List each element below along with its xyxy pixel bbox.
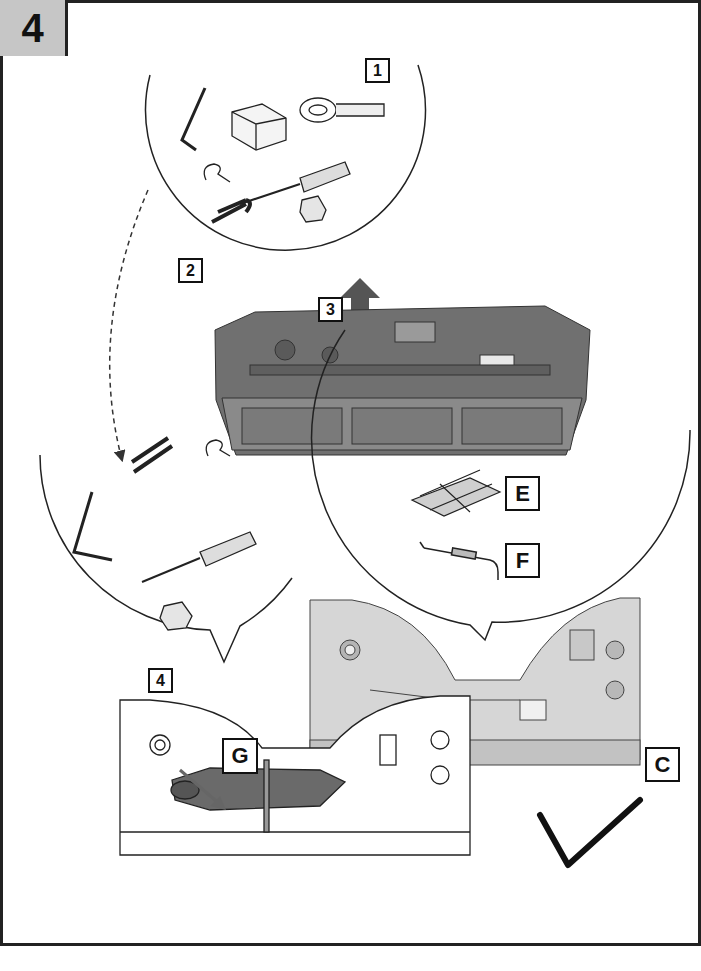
callout-number: 3	[318, 297, 343, 322]
foam-tray-dark	[242, 408, 342, 444]
tool-set	[300, 162, 350, 192]
callout-number: 2	[178, 258, 203, 283]
detail-bubble	[146, 65, 426, 250]
part-letter: C	[645, 747, 680, 782]
foam-tray-packed	[150, 735, 170, 755]
transfer-arrow	[110, 190, 148, 460]
tool-set	[182, 88, 205, 150]
detail-bubble	[40, 455, 292, 662]
frame	[2, 2, 700, 945]
foam-tray-dark	[395, 322, 435, 342]
foam-tray-dark	[462, 408, 562, 444]
foam-tray-dark	[215, 306, 590, 455]
foam-tray-packed	[431, 766, 449, 784]
tool-set	[336, 104, 384, 116]
tool-set	[206, 440, 230, 456]
foam-tray-packed	[264, 760, 269, 832]
foam-tray-dark	[352, 408, 452, 444]
tool-set	[74, 492, 112, 560]
jack-handle	[451, 548, 476, 559]
tool-set	[160, 602, 192, 630]
foam-tray-packed	[155, 740, 165, 750]
label-text: 4	[21, 8, 43, 48]
foam-tray-light	[570, 630, 594, 660]
foam-tray-dark	[275, 340, 295, 360]
transfer-arrow	[110, 190, 148, 460]
jack	[420, 470, 492, 512]
foam-tray-packed	[120, 696, 470, 855]
check-mark	[540, 800, 640, 865]
foam-tray-packed	[380, 735, 396, 765]
foam-tray-dark	[250, 365, 550, 375]
step-number: 4	[0, 0, 68, 56]
foam-tray-light	[520, 700, 546, 720]
detail-bubble	[146, 65, 426, 250]
tool-set	[142, 558, 200, 582]
part-letter: G	[222, 738, 258, 774]
tool-set	[309, 105, 327, 115]
tool-set	[300, 98, 336, 122]
label-text: F	[516, 550, 529, 572]
label-text: 1	[373, 63, 382, 79]
pointer-arrow	[180, 770, 226, 810]
foam-tray-light	[606, 641, 624, 659]
tool-set	[232, 104, 286, 150]
detail-bubble	[40, 455, 292, 662]
tool-set	[200, 532, 256, 566]
tool-set	[300, 196, 326, 222]
foam-tray-light	[606, 681, 624, 699]
label-text: 3	[326, 302, 335, 318]
label-text: G	[231, 745, 248, 767]
label-text: 2	[186, 263, 195, 279]
tool-set	[182, 88, 384, 222]
foam-tray-packed	[120, 831, 470, 832]
foam-tray-dark	[215, 306, 590, 455]
check-mark	[540, 800, 640, 865]
tool-set	[204, 164, 230, 182]
jack-handle	[420, 542, 498, 580]
tool-set	[212, 200, 250, 222]
part-letter: E	[505, 476, 540, 511]
tool-set	[74, 438, 256, 630]
foam-tray-packed	[431, 731, 449, 749]
jack	[412, 478, 500, 516]
detail-bubble	[312, 330, 690, 640]
callout-number: 1	[365, 58, 390, 83]
foam-tray-packed	[120, 696, 470, 855]
foam-tray-packed	[172, 768, 345, 810]
callout-number: 4	[148, 668, 173, 693]
foam-tray-light	[345, 645, 355, 655]
jack-handle	[420, 542, 424, 548]
detail-bubble	[312, 330, 690, 640]
jack	[412, 470, 500, 516]
label-text: 4	[156, 673, 165, 689]
foam-tray-light	[340, 640, 360, 660]
label-text: C	[655, 754, 671, 776]
part-letter: F	[505, 543, 540, 578]
label-text: E	[515, 483, 530, 505]
frame	[2, 2, 700, 945]
pointer-arrow	[210, 796, 226, 810]
tool-set	[132, 438, 172, 472]
jack-handle	[424, 548, 498, 580]
tool-set	[232, 112, 286, 150]
foam-tray-dark	[222, 398, 582, 450]
